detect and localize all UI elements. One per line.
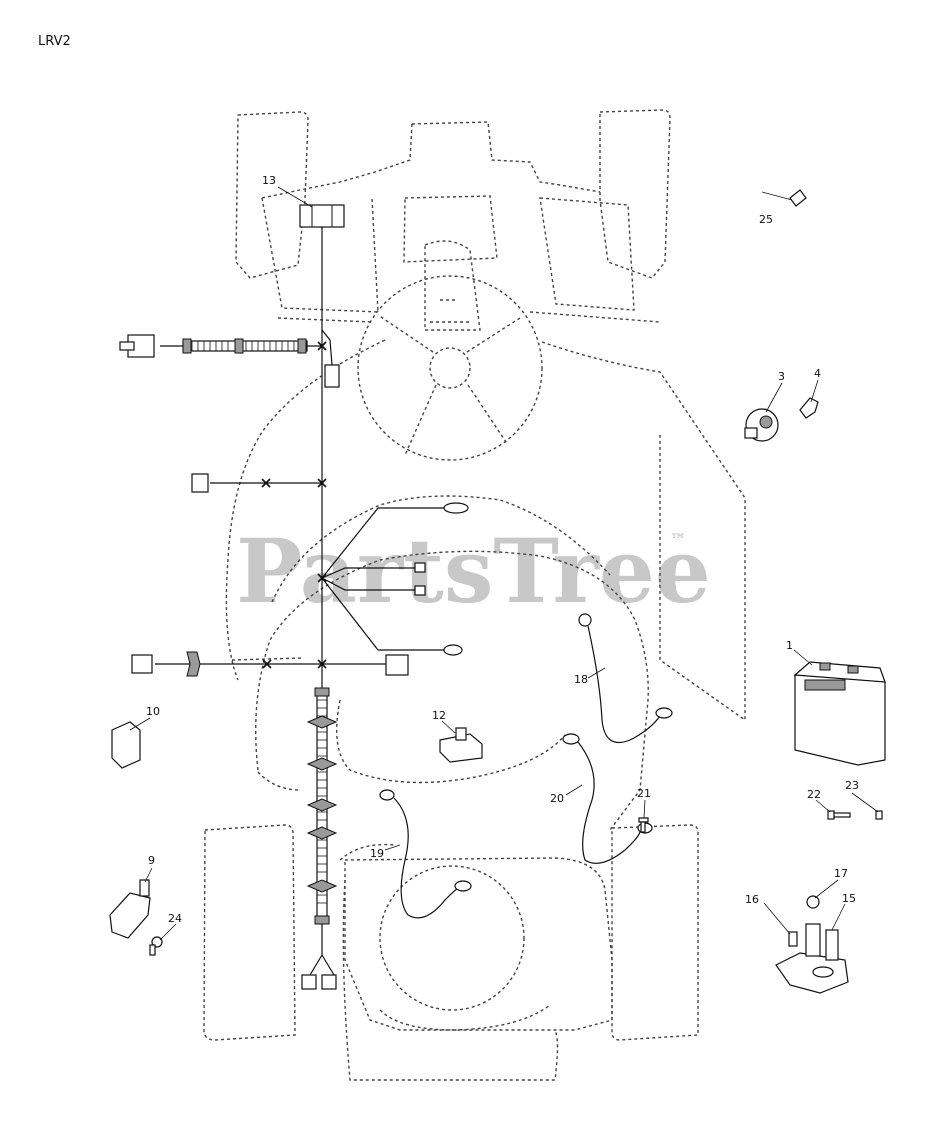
harness-sleeve-top [182,338,308,354]
part-23-nut [875,810,883,820]
callout-23: 23 [845,779,859,792]
callout-25: 25 [759,213,773,226]
callout-16: 16 [745,893,759,906]
callout-19: 19 [370,847,384,860]
callout-4: 4 [814,367,821,380]
callout-15: 15 [842,892,856,905]
callout-24: 24 [168,912,182,925]
callout-12: 12 [432,709,446,722]
splice-marks [261,341,327,669]
callout-17: 17 [834,867,848,880]
leader-lines [129,186,879,941]
callout-1: 1 [786,639,793,652]
part-21-screw [638,817,649,833]
callout-22: 22 [807,788,821,801]
callout-10: 10 [146,705,160,718]
tractor-outline [203,109,746,1081]
connector-left-mid [191,473,209,493]
cable-18 [578,613,673,744]
watermark-text: PartsTree [236,519,711,623]
watermark-tm: ™ [670,530,686,549]
part-15-bracket [775,923,849,994]
part-12-relay [439,727,483,763]
part-callouts: 13 25 3 4 1 18 10 12 20 21 22 23 19 9 24… [146,174,859,925]
part-22-bolt [827,810,851,820]
part-16-bolt [788,931,798,947]
connector-bottom-left [301,974,317,990]
fuse-holder [186,651,201,677]
diagram-code: LRV2 [38,34,71,49]
cable-19 [379,789,472,919]
connector-bottom-right [321,974,337,990]
callout-20: 20 [550,792,564,805]
callout-9: 9 [148,854,155,867]
part-10-switch [111,721,141,769]
part-1-battery [793,661,886,766]
part-25-fuse [789,189,807,207]
ring-terminal-b [443,644,463,656]
part-4-key [799,397,819,419]
watermark: PartsTree ™ [236,519,711,623]
part-9-switch [109,879,151,939]
part-3-ignition-switch [744,408,779,442]
callout-21: 21 [637,787,651,800]
connector-switch-top [324,364,340,388]
callout-13: 13 [262,174,276,187]
wiring-harness [119,204,469,990]
connector-right-low [385,654,409,676]
callout-18: 18 [574,673,588,686]
part-17-nut [806,895,820,909]
connector-left-low [131,654,153,674]
connector-13 [299,204,345,228]
harness-sleeve-main [306,687,338,925]
callout-3: 3 [778,370,785,383]
ring-terminal-a [443,502,469,514]
part-24-screw [149,936,163,956]
